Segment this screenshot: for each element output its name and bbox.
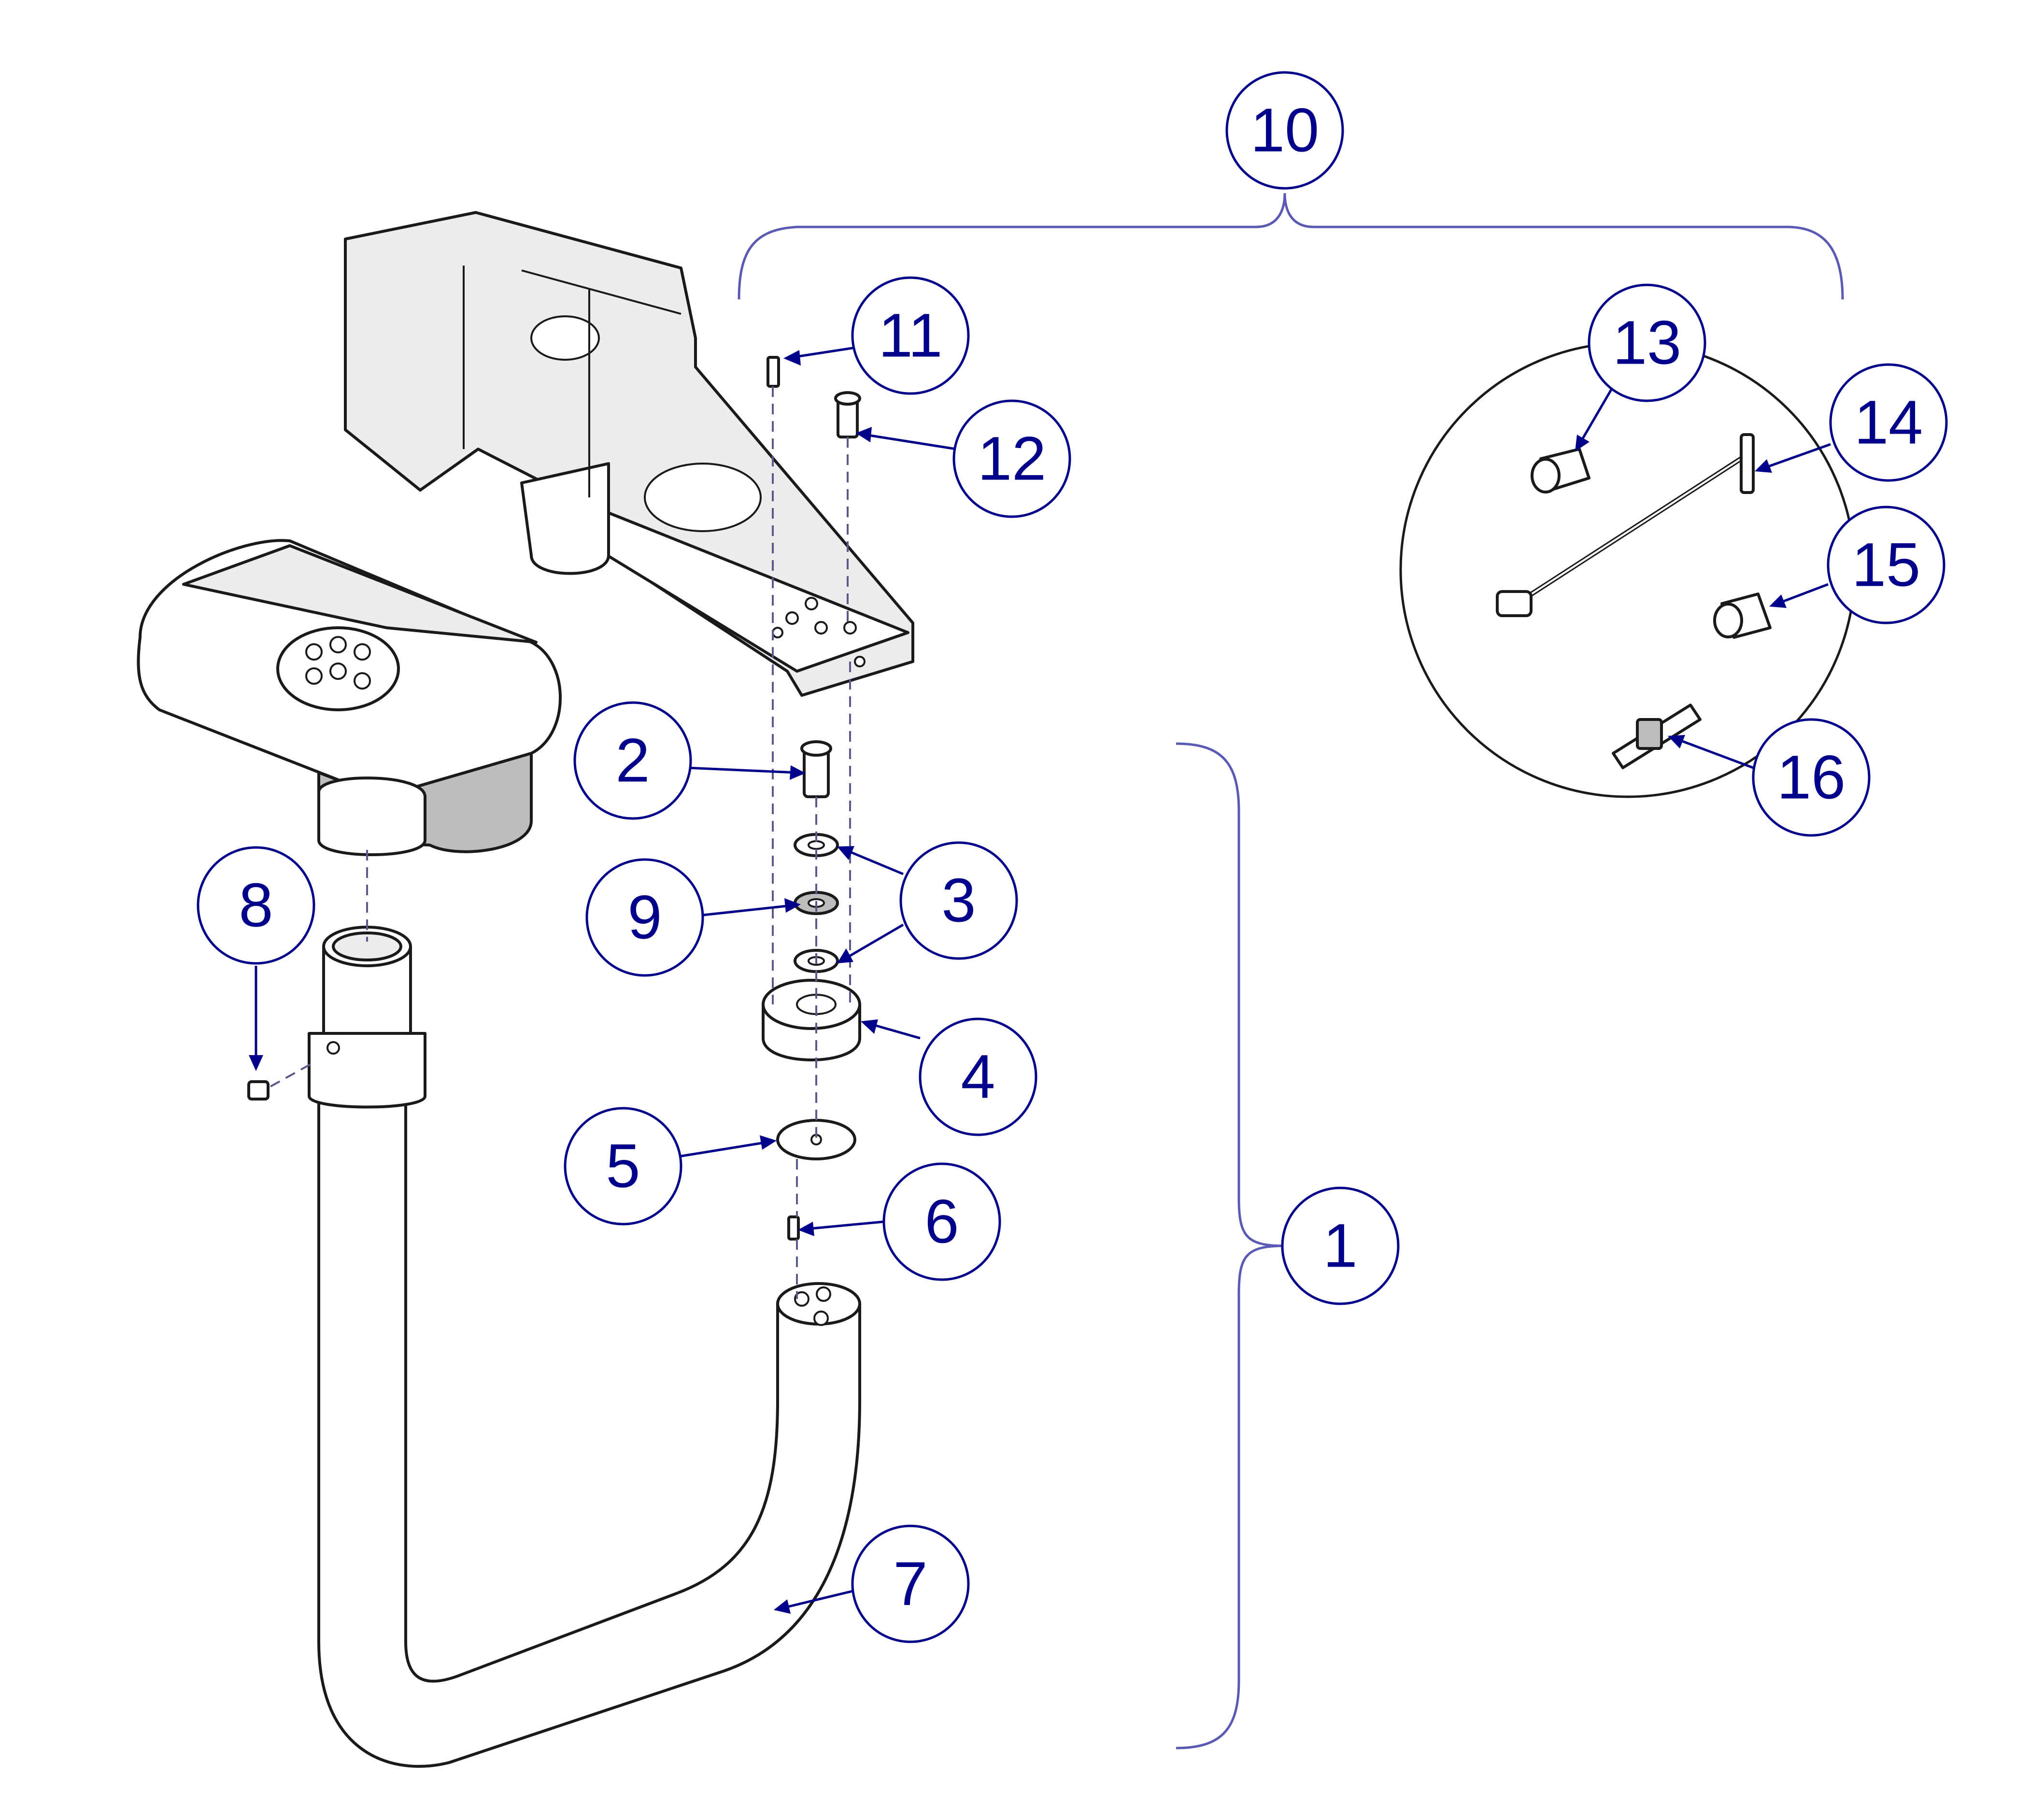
callout-12: 12 [952,399,1071,518]
callout-10: 10 [1225,71,1344,190]
callout-16-label: 16 [1777,743,1845,812]
callout-7: 7 [851,1524,970,1643]
group-bracket-1 [1176,742,1285,1749]
arm-tube [308,926,861,1768]
fastener-stack [247,356,861,1299]
callout-6: 6 [882,1162,1001,1281]
callout-6-label: 6 [924,1187,959,1256]
callout-5-label: 5 [606,1132,640,1201]
control-head [137,539,562,856]
mounting-bracket [344,211,914,697]
callout-3-label: 3 [941,866,976,935]
callout-8-label: 8 [239,871,273,940]
callout-11: 11 [851,276,970,395]
callout-7-label: 7 [893,1550,927,1619]
callout-15-label: 15 [1852,531,1920,600]
callout-1-label: 1 [1323,1212,1357,1281]
callout-9-label: 9 [627,883,662,952]
callout-10-label: 10 [1250,96,1319,165]
callout-12-label: 12 [978,424,1046,494]
callout-11-label: 11 [879,301,943,370]
callout-3: 3 [899,841,1018,960]
callout-14: 14 [1829,363,1948,482]
kit-inset [1399,341,1856,798]
callout-5: 5 [564,1107,682,1226]
callout-9: 9 [585,858,704,977]
callout-16: 16 [1752,718,1871,837]
callout-14-label: 14 [1854,388,1923,457]
group-bracket-10 [738,193,1844,300]
callout-13: 13 [1588,283,1706,402]
callout-8: 8 [197,846,315,965]
callout-4: 4 [919,1017,1037,1136]
callout-13-label: 13 [1613,309,1681,378]
callout-2: 2 [573,701,692,820]
callout-15: 15 [1827,506,1945,624]
callout-2-label: 2 [615,726,650,795]
callout-1: 1 [1281,1186,1400,1305]
callout-4-label: 4 [961,1043,995,1112]
